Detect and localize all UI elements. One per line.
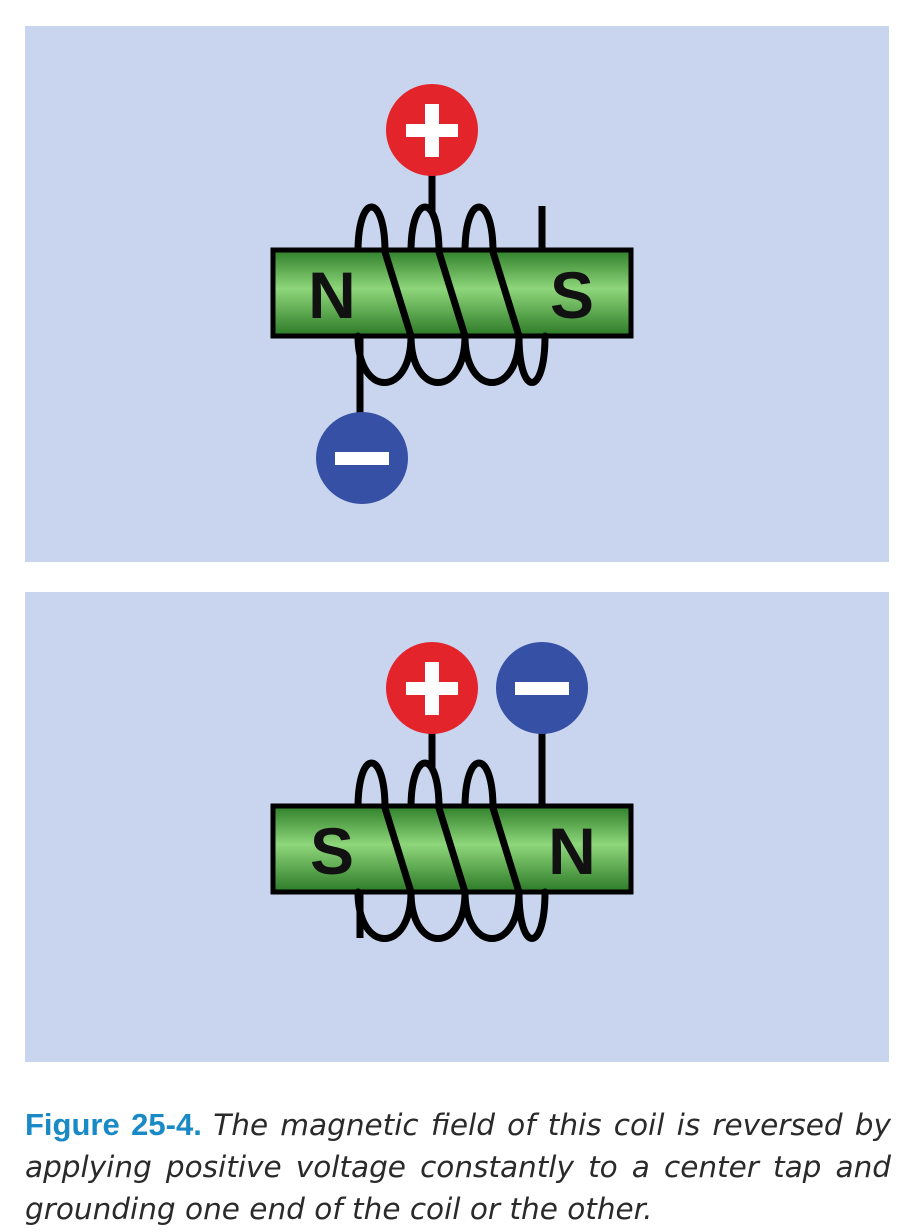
wire-leads xyxy=(356,728,546,938)
figure-label: Figure 25-4. xyxy=(25,1107,202,1142)
coil-front-windings xyxy=(381,248,523,340)
coil-back-loops xyxy=(354,203,497,256)
top-right-pole-label: S xyxy=(550,258,594,332)
figure-caption-text: The magnetic field of this coil is rever… xyxy=(25,1108,891,1226)
bottom-panel: S N xyxy=(25,592,889,1062)
wire-leads xyxy=(356,174,546,421)
negative-terminal xyxy=(316,412,408,504)
negative-terminal xyxy=(496,642,588,734)
coil-lower-loops xyxy=(354,332,549,386)
bottom-right-pole-label: N xyxy=(548,814,596,888)
top-left-pole-label: N xyxy=(308,258,356,332)
coil-lower-loops xyxy=(354,888,549,942)
positive-terminal xyxy=(386,84,478,176)
top-coil-diagram: N S xyxy=(270,84,634,504)
positive-terminal xyxy=(386,642,478,734)
bottom-left-pole-label: S xyxy=(310,814,354,888)
coil-back-loops xyxy=(354,759,497,812)
coil-front-windings xyxy=(381,804,523,896)
bottom-coil-diagram: S N xyxy=(270,642,634,942)
top-panel: N S xyxy=(25,26,889,562)
figure-caption: Figure 25-4. The magnetic field of this … xyxy=(25,1104,891,1230)
